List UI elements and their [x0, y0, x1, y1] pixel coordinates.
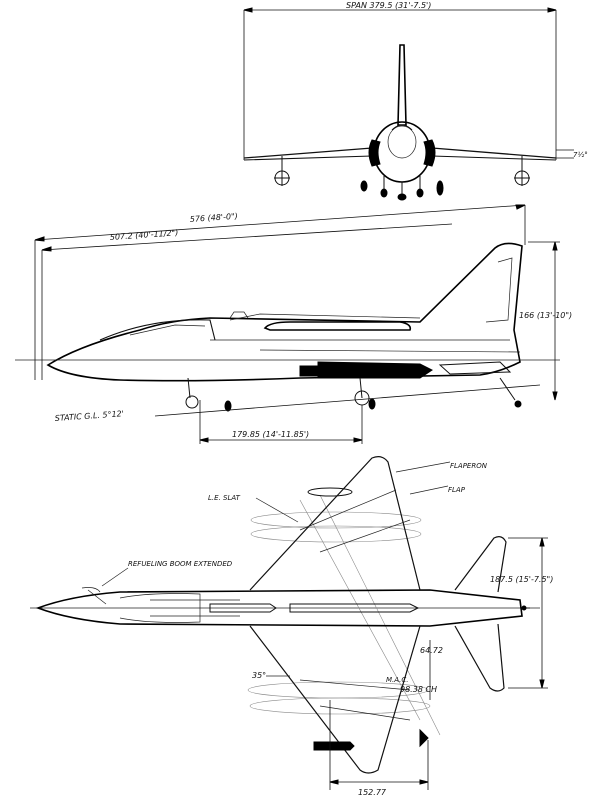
side-view: 576 (48'-0") 507.2 (40'-11/2") 166 (13'-…: [15, 204, 572, 444]
side-length-label: 576 (48'-0"): [190, 212, 239, 224]
front-span-label: SPAN 379.5 (31'-7.5'): [346, 1, 431, 10]
bottom-dim-label: 152.77: [358, 788, 387, 797]
flaperon-label: FLAPERON: [450, 462, 488, 470]
side-length-inner-label: 507.2 (40'-11/2"): [110, 228, 179, 242]
mac-label: M.A.C.: [386, 676, 409, 684]
side-height-label: 166 (13'-10"): [519, 311, 572, 320]
refueling-label: REFUELING BOOM EXTENDED: [128, 560, 233, 568]
mac-value-label: 64.72: [420, 646, 443, 655]
front-view: SPAN 379.5 (31'-7.5') 7½°: [243, 1, 588, 201]
plan-view: FLAPERON FLAP L.E. SLAT REFUELING BOOM E…: [30, 456, 553, 797]
plan-height-label: 187.5 (15'-7.5"): [490, 575, 553, 584]
static-gl-label: STATIC G.L. 5°12': [55, 409, 125, 423]
front-tip-angle: 7½°: [573, 151, 588, 159]
mac-chord-label: 98.38 CH: [400, 685, 437, 694]
wheelbase-label: 179.85 (14'-11.85'): [232, 430, 309, 439]
angle-35-label: 35°: [252, 671, 266, 680]
le-slat-label: L.E. SLAT: [208, 494, 241, 502]
flap-label: FLAP: [448, 486, 466, 494]
